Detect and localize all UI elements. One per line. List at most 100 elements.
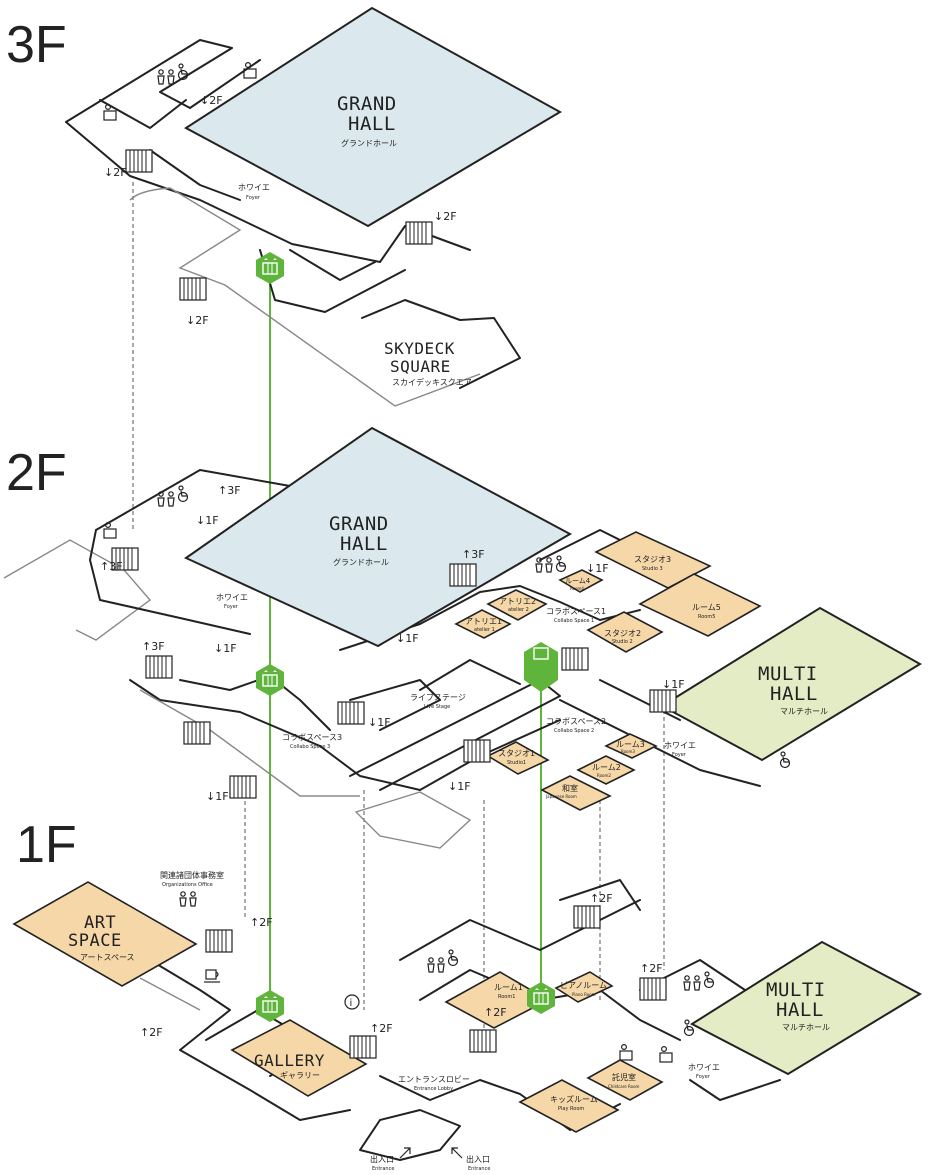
room-atelier2-jp: アトリエ2 — [499, 597, 536, 606]
room-childcare-en: Childcare Room — [608, 1084, 640, 1089]
room-room3 — [604, 733, 658, 759]
stairs-icon — [229, 775, 257, 799]
room-studio2-jp: スタジオ2 — [604, 629, 641, 638]
multi-hall-2f-title1: MULTI — [758, 663, 818, 685]
multi-hall-1f-jp: マルチホール — [782, 1023, 830, 1032]
foyer-1f-en: Foyer — [696, 1074, 711, 1080]
toilet-icon — [683, 975, 701, 991]
room-room5 — [638, 573, 762, 637]
room-atelier1-en: atelier 1 — [474, 627, 495, 633]
floor-mark: ↓1F — [206, 790, 229, 803]
room-room4-jp: ルーム4 — [565, 577, 591, 585]
floor-mark: ↑2F — [640, 962, 663, 975]
multi-hall-2f-title2: HALL — [770, 683, 818, 705]
floor-mark: ↓1F — [196, 514, 219, 527]
room-kids-jp: キッズルーム — [550, 1094, 598, 1104]
floor-label-1f: 1F — [16, 816, 77, 874]
room-room4 — [558, 569, 604, 593]
entrance-left-jp: 出入口 — [370, 1154, 394, 1164]
grand-hall-3f-title2: HALL — [348, 113, 396, 135]
stairs-icon — [183, 721, 211, 745]
toilet-icon — [535, 557, 553, 573]
room-room3-jp: ルーム3 — [616, 740, 645, 749]
elevator-icon[interactable] — [255, 989, 285, 1023]
room-atelier1-jp: アトリエ1 — [465, 617, 502, 626]
accessible-toilet-icon — [779, 751, 791, 769]
accessible-toilet-icon — [555, 555, 567, 573]
toilet-icon — [157, 69, 175, 85]
room-room1-en: Room1 — [498, 994, 515, 1000]
stairs-icon — [449, 563, 477, 587]
accessible-toilet-icon — [703, 971, 715, 989]
gallery — [230, 1019, 368, 1097]
entrance-left[interactable]: 出入口 Entrance — [370, 1147, 411, 1172]
svg-text:i: i — [350, 998, 353, 1009]
grand-hall-3f — [184, 6, 563, 228]
room-japanese — [540, 775, 612, 811]
foyer-3f-label: ホワイエ — [238, 183, 270, 192]
live-stage-label: ライブステージ — [410, 692, 466, 702]
grand-hall-2f — [183, 426, 573, 648]
foyer-2f-en: Foyer — [224, 604, 239, 610]
floor-mark: ↑2F — [590, 892, 613, 905]
collabo3-label: コラボスペース3 — [282, 733, 342, 742]
entrance-right[interactable]: 出入口 Entrance — [451, 1147, 490, 1172]
floor-label-2f: 2F — [6, 444, 67, 502]
room-japanese-en: Japanese Room — [545, 794, 577, 799]
room-room2-en: Room2 — [597, 773, 611, 778]
stairs-icon — [469, 1029, 497, 1053]
skydeck-title1: SKYDECK — [384, 339, 455, 358]
multi-hall-2f — [660, 606, 922, 762]
room-studio2 — [586, 611, 664, 653]
floor-1f: ART SPACE アートスペース GALLERY ギャラリー ルーム1 Roo… — [12, 870, 923, 1172]
floor-mark: ↑3F — [142, 640, 165, 653]
elevator-icon[interactable] — [255, 663, 285, 697]
elevator-icon[interactable] — [524, 642, 558, 692]
multi-hall-1f-title1: MULTI — [766, 979, 826, 1001]
room-studio3 — [594, 531, 712, 589]
stairs-icon — [639, 977, 667, 1001]
nursing-room-icon — [103, 521, 117, 539]
entrance-right-en: Entrance — [468, 1166, 490, 1172]
gallery-jp: ギャラリー — [280, 1071, 320, 1080]
floor-mark: ↓2F — [186, 314, 209, 327]
entrance-left-en: Entrance — [372, 1166, 394, 1172]
grand-hall-3f-jp: グランドホール — [341, 138, 397, 148]
vertical-connectors — [132, 182, 665, 1050]
gallery-title: GALLERY — [254, 1051, 325, 1070]
toilet-icon — [179, 891, 197, 907]
entrance-lobby-en: Entrance Lobby — [414, 1086, 453, 1092]
stairs-icon — [349, 1035, 377, 1059]
collabo1-en: Collabo Space 1 — [554, 618, 594, 624]
stairs-icon — [205, 929, 233, 953]
floor-mark: ↑3F — [218, 484, 241, 497]
grand-hall-2f-title1: GRAND — [329, 513, 389, 535]
floor-mark: ↑2F — [484, 1006, 507, 1019]
collabo2-label: コラボスペース2 — [546, 717, 606, 726]
stairs-icon — [179, 277, 207, 301]
floor-mark: ↓1F — [214, 642, 237, 655]
floor-mark: ↓1F — [448, 780, 471, 793]
art-space-title1: ART — [84, 913, 116, 933]
floor-mark: ↑2F — [140, 1026, 163, 1039]
floor-2f: GRAND HALL グランドホール スタジオ3 Studio 3 ルーム4 R… — [3, 426, 922, 849]
floor-mark: ↓1F — [396, 632, 419, 645]
stairs-icon — [649, 689, 677, 713]
room-room4-en: Room4 — [570, 586, 584, 591]
floor-label-3f: 3F — [6, 16, 67, 74]
grand-hall-2f-title2: HALL — [340, 533, 388, 555]
grand-hall-3f-title1: GRAND — [337, 93, 397, 115]
elevator-icon[interactable] — [255, 251, 285, 285]
room-studio2-en: Studio 2 — [612, 639, 633, 645]
org-office-label: 関連諸団体事務室 — [160, 870, 224, 880]
foyer-2f-label: ホワイエ — [216, 593, 248, 602]
room-atelier2 — [486, 589, 548, 621]
stairs-icon — [561, 647, 589, 671]
room-kids-en: Play Room — [558, 1106, 584, 1112]
stairs-icon — [125, 149, 153, 173]
skydeck-title2: SQUARE — [390, 357, 451, 376]
foyer-2f-multi-label: ホワイエ — [664, 741, 696, 750]
room-kids — [518, 1079, 620, 1133]
room-studio3-jp: スタジオ3 — [634, 555, 671, 564]
